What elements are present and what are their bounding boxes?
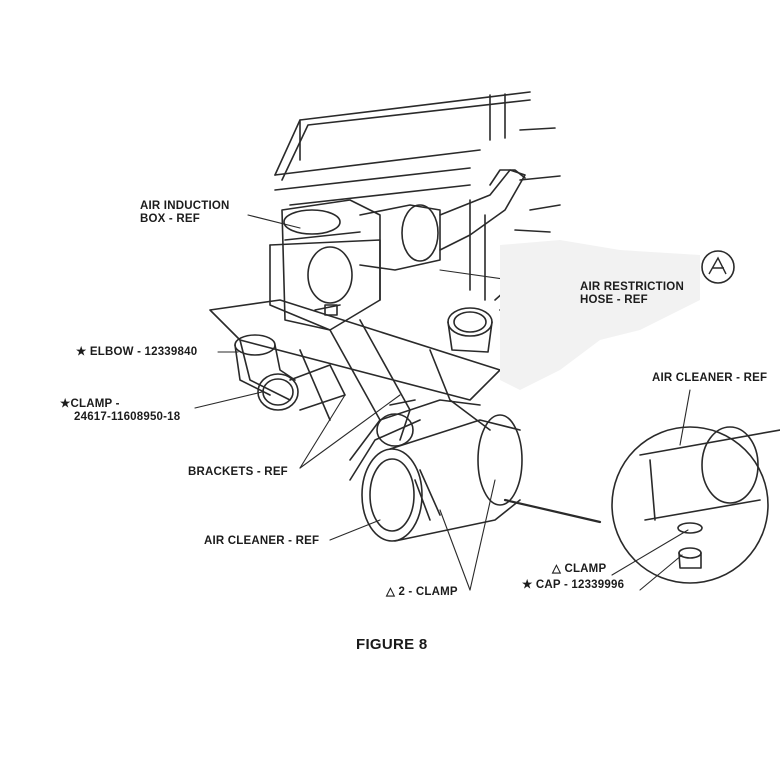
label-elbow: ★ ELBOW - 12339840 bbox=[76, 346, 198, 358]
detail-arrow bbox=[503, 498, 602, 524]
label-two-clamp: △ 2 - CLAMP bbox=[386, 586, 458, 598]
label-brackets: BRACKETS - REF bbox=[188, 466, 288, 478]
label-air-induction-box: AIR INDUCTION BOX - REF bbox=[140, 200, 230, 226]
label-clamp-part-line1: ★CLAMP - bbox=[60, 398, 120, 410]
air-induction-box bbox=[269, 199, 381, 331]
label-air-cleaner: AIR CLEANER - REF bbox=[204, 535, 320, 547]
circled-a-icon bbox=[701, 250, 735, 284]
label-air-induction-box-line1: AIR INDUCTION bbox=[140, 200, 230, 212]
label-air-restriction-hose-line2: HOSE - REF bbox=[580, 294, 648, 306]
paper-shading bbox=[500, 240, 700, 390]
label-air-induction-box-line2: BOX - REF bbox=[140, 213, 200, 225]
figure-caption: FIGURE 8 bbox=[356, 636, 428, 653]
upper-duct bbox=[359, 169, 566, 353]
detail-view bbox=[611, 426, 780, 584]
label-clamp-part: ★CLAMP - 24617-11608950-18 bbox=[60, 398, 180, 424]
vehicle-frame-lines bbox=[274, 91, 561, 233]
air-cleaner-body bbox=[361, 399, 523, 542]
elbow-part bbox=[234, 334, 346, 411]
label-clamp-part-line2: 24617-11608950-18 bbox=[74, 411, 181, 423]
label-cap: ★ CAP - 12339996 bbox=[522, 579, 625, 591]
label-air-cleaner-detail: AIR CLEANER - REF bbox=[652, 372, 768, 384]
label-detail-clamp: △ CLAMP bbox=[552, 563, 607, 575]
label-air-restriction-hose: AIR RESTRICTION HOSE - REF bbox=[580, 281, 684, 307]
label-air-restriction-hose-line1: AIR RESTRICTION bbox=[580, 281, 684, 293]
